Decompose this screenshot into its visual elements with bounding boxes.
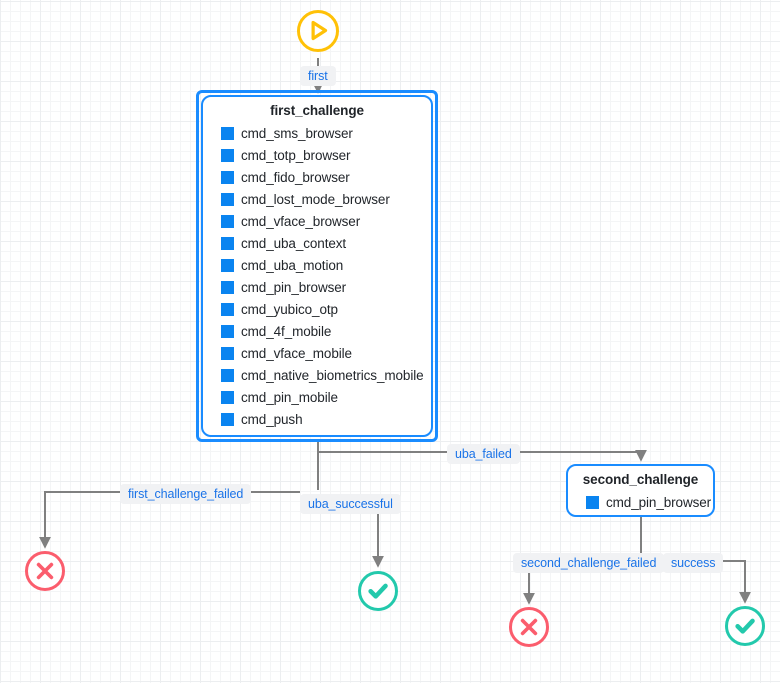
node-item[interactable]: cmd_4f_mobile (203, 320, 431, 342)
node-item-list-second-challenge: cmd_pin_browser (568, 491, 713, 519)
square-bullet-icon (221, 192, 234, 206)
node-second-challenge[interactable]: second_challenge cmd_pin_browser (566, 464, 715, 517)
node-item-label: cmd_pin_browser (606, 494, 712, 510)
node-item-label: cmd_native_biometrics_mobile (241, 367, 424, 383)
square-bullet-icon (221, 258, 234, 272)
node-item-label: cmd_vface_browser (241, 213, 361, 229)
node-item-label: cmd_pin_browser (241, 279, 347, 295)
square-bullet-icon (221, 148, 234, 162)
square-bullet-icon (586, 495, 599, 509)
square-bullet-icon (221, 412, 234, 426)
fail-node-second-challenge[interactable] (509, 607, 549, 647)
fail-node-first-challenge[interactable] (25, 551, 65, 591)
node-item-label: cmd_lost_mode_browser (241, 191, 390, 207)
node-item[interactable]: cmd_pin_browser (568, 491, 713, 513)
square-bullet-icon (221, 126, 234, 140)
node-title-first-challenge: first_challenge (270, 103, 364, 118)
check-circle-icon (735, 618, 755, 634)
square-bullet-icon (221, 346, 234, 360)
edge-label-second-challenge-failed[interactable]: second_challenge_failed (513, 553, 665, 573)
x-circle-icon (36, 562, 54, 580)
node-title-second-challenge: second_challenge (582, 472, 699, 487)
start-node[interactable] (297, 10, 339, 52)
node-item[interactable]: cmd_vface_mobile (203, 342, 431, 364)
first-challenge-selection-frame[interactable] (196, 90, 438, 442)
node-item[interactable]: cmd_totp_browser (203, 144, 431, 166)
node-item[interactable]: cmd_pin_mobile (203, 386, 431, 408)
node-item[interactable]: cmd_pin_browser (203, 276, 431, 298)
node-item-label: cmd_sms_browser (241, 125, 353, 141)
node-item-label: cmd_fido_browser (241, 169, 350, 185)
success-node-final[interactable] (725, 606, 765, 646)
node-item[interactable]: cmd_fido_browser (203, 166, 431, 188)
edge-label-uba-successful[interactable]: uba_successful (300, 494, 401, 514)
node-item[interactable]: cmd_push (203, 408, 431, 430)
node-item-label: cmd_pin_mobile (241, 389, 338, 405)
square-bullet-icon (221, 390, 234, 404)
node-item[interactable]: cmd_vface_browser (203, 210, 431, 232)
play-circle-icon (311, 20, 328, 41)
square-bullet-icon (221, 236, 234, 250)
node-item[interactable]: cmd_uba_motion (203, 254, 431, 276)
node-item[interactable]: cmd_uba_context (203, 232, 431, 254)
square-bullet-icon (221, 214, 234, 228)
node-first-challenge[interactable]: first_challenge cmd_sms_browser cmd_totp_… (201, 95, 433, 437)
edge-first-challenge-failed-to-fail-icon (39, 491, 120, 549)
square-bullet-icon (221, 324, 234, 338)
node-item-label: cmd_push (241, 411, 303, 427)
node-item-label: cmd_uba_context (241, 235, 347, 251)
square-bullet-icon (221, 280, 234, 294)
node-item-label: cmd_totp_browser (241, 147, 351, 163)
edge-uba-failed-to-second-challenge (511, 449, 647, 462)
edge-label-first-challenge-failed[interactable]: first_challenge_failed (120, 484, 252, 504)
node-item[interactable]: cmd_sms_browser (203, 122, 431, 144)
edge-label-first[interactable]: first (300, 66, 336, 86)
square-bullet-icon (221, 170, 234, 184)
node-item[interactable]: cmd_native_biometrics_mobile (203, 364, 431, 386)
node-item-label: cmd_vface_mobile (241, 345, 352, 361)
node-item-label: cmd_uba_motion (241, 257, 344, 273)
node-item-label: cmd_4f_mobile (241, 323, 332, 339)
x-circle-icon (520, 618, 538, 636)
square-bullet-icon (221, 302, 234, 316)
node-item[interactable]: cmd_lost_mode_browser (203, 188, 431, 210)
edge-label-uba-failed[interactable]: uba_failed (447, 444, 520, 464)
square-bullet-icon (221, 368, 234, 382)
node-item-list-first-challenge: cmd_sms_browser cmd_totp_browser cmd_fido_… (203, 122, 431, 436)
node-item[interactable]: cmd_yubico_otp (203, 298, 431, 320)
success-node-uba[interactable] (358, 571, 398, 611)
node-item-label: cmd_yubico_otp (241, 301, 338, 317)
edge-label-success[interactable]: success (663, 553, 724, 573)
check-circle-icon (368, 583, 388, 599)
